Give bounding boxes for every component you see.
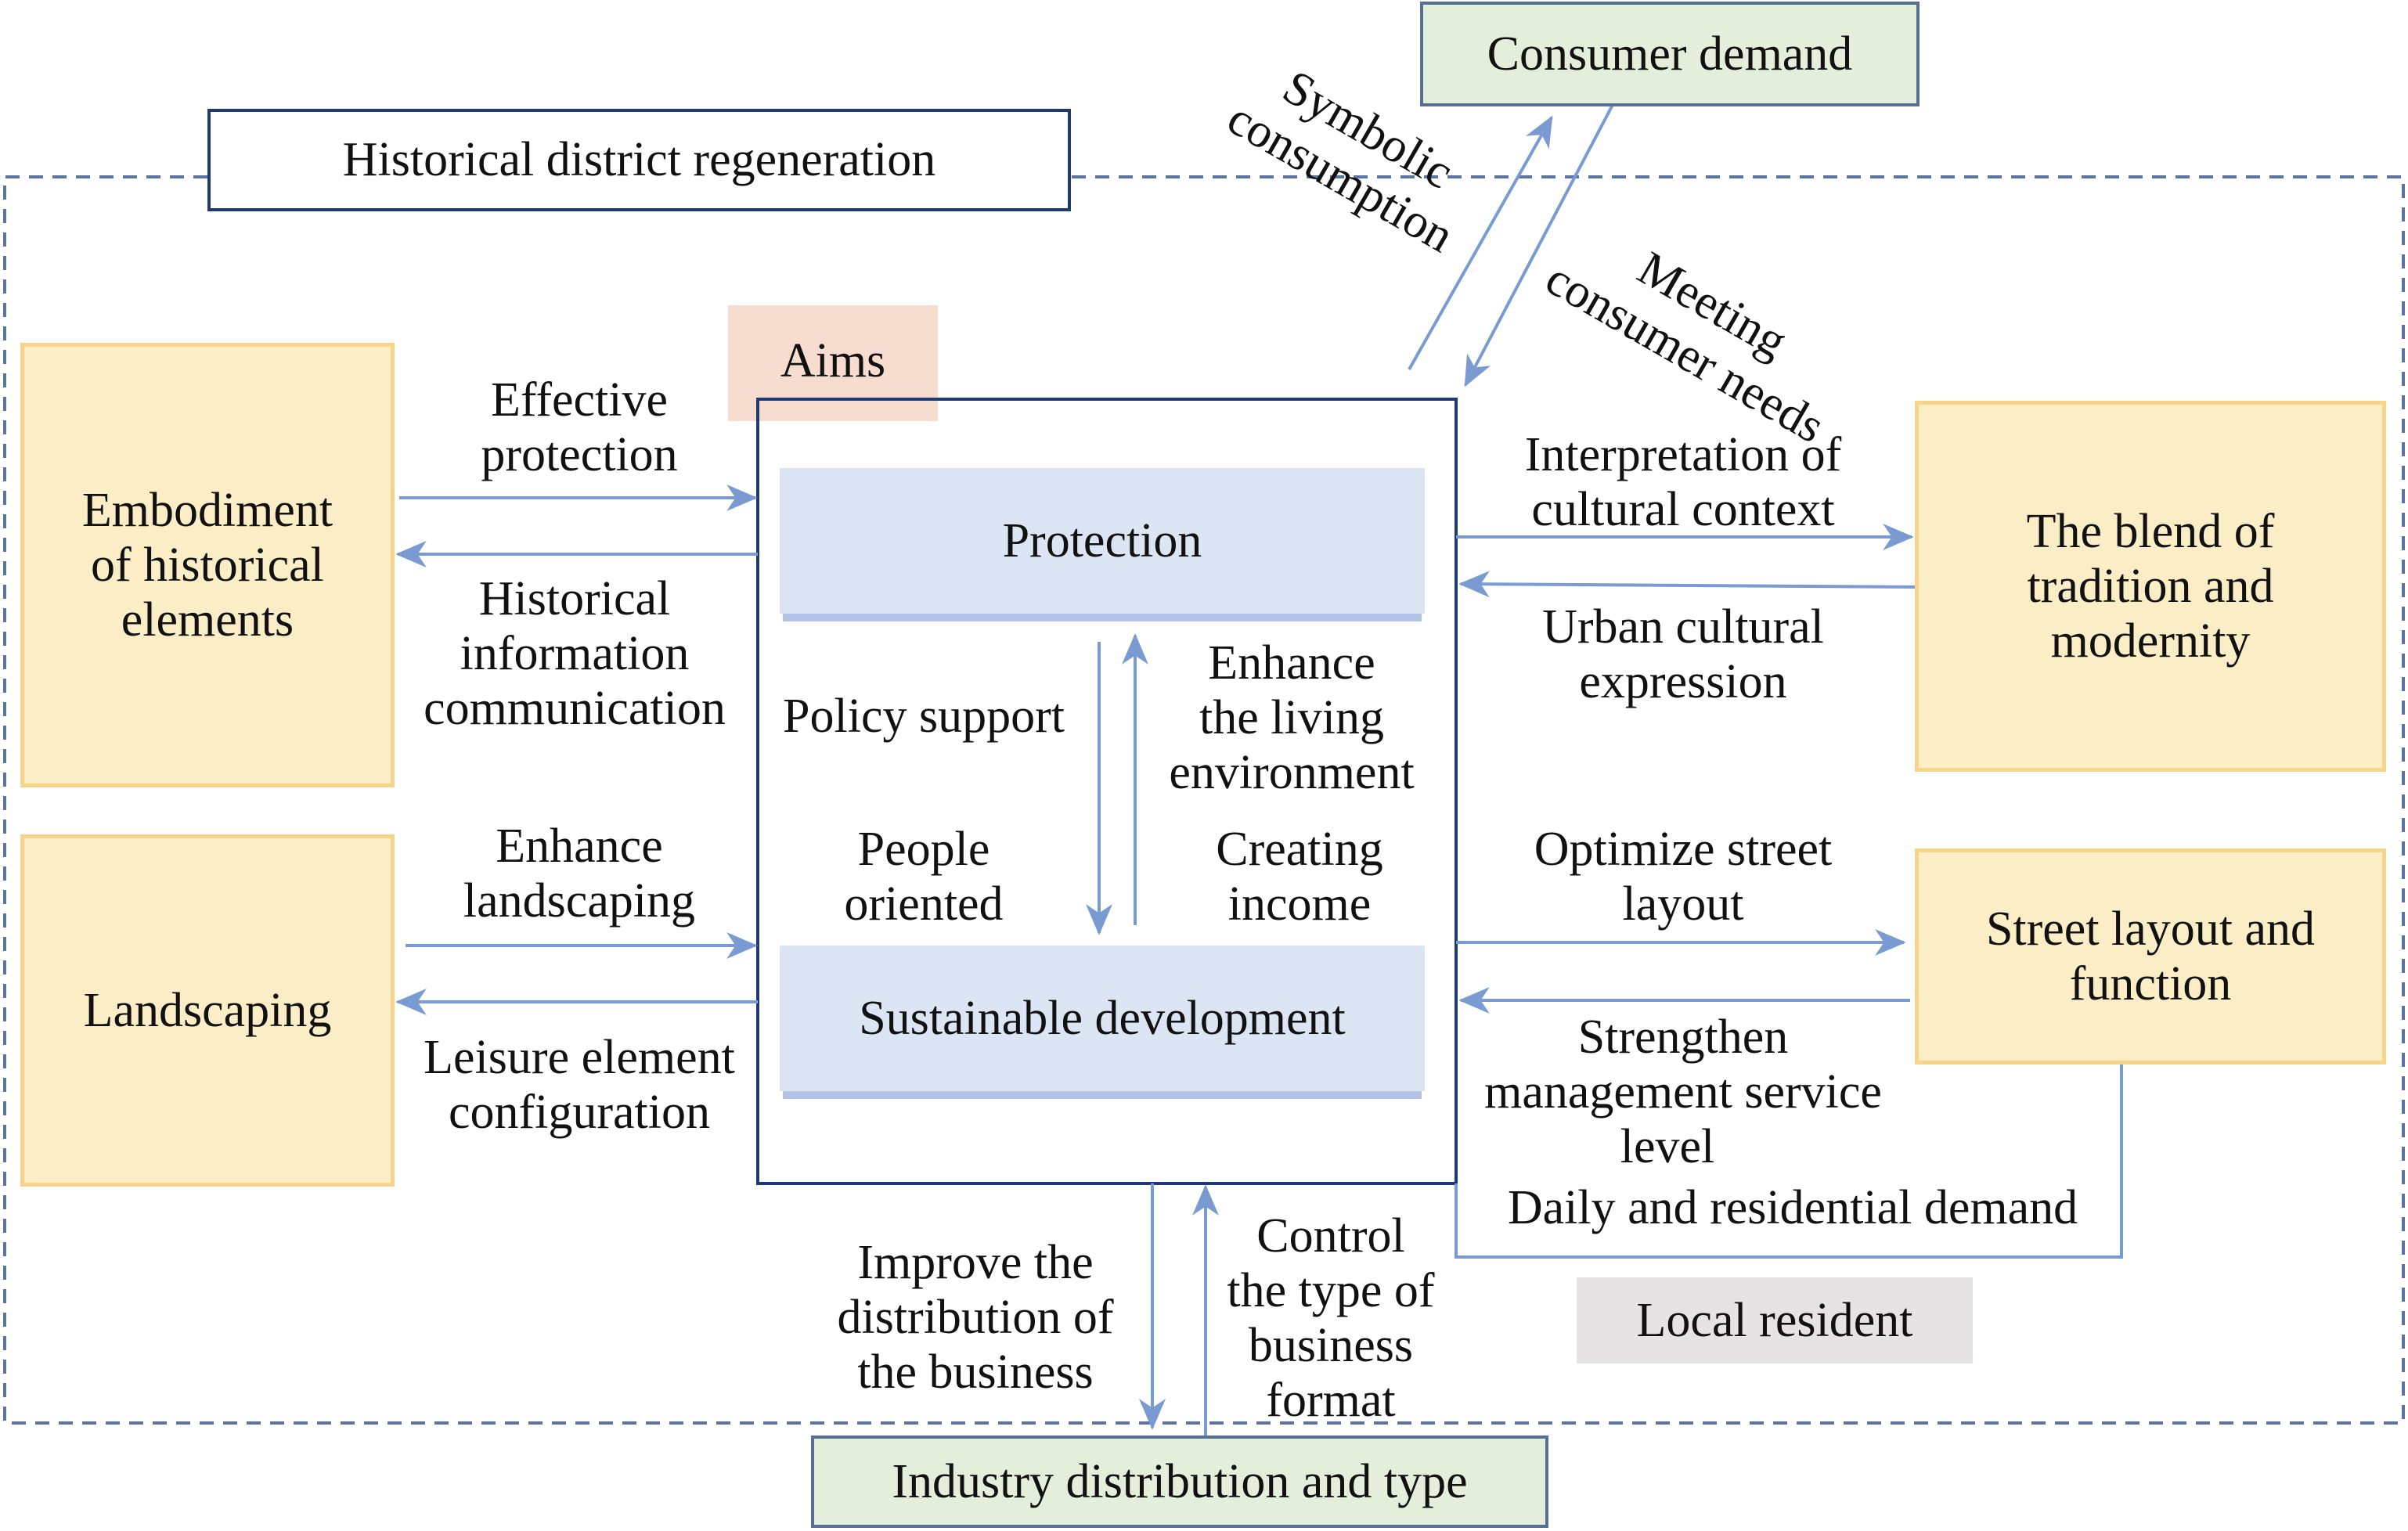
- control-type-line-1: Control: [1256, 1209, 1405, 1263]
- creating-income-label: Creating income: [1182, 822, 1417, 931]
- people-oriented-line-2: oriented: [844, 877, 1004, 931]
- historical-info-line-2: information: [460, 627, 690, 681]
- title-box: Historical district regeneration: [207, 109, 1071, 211]
- industry-label: Industry distribution and type: [892, 1454, 1468, 1508]
- interpretation-label: Interpretation of cultural context: [1472, 427, 1894, 537]
- urban-expression-line-1: Urban cultural: [1542, 600, 1824, 654]
- effective-protection-line-1: Effective: [490, 373, 669, 427]
- street-layout-box: Street layout and function: [1915, 848, 2386, 1064]
- urban-expression-label: Urban cultural expression: [1487, 600, 1879, 709]
- enhance-landscaping-line-1: Enhance: [496, 820, 663, 873]
- policy-support-label: Policy support: [767, 689, 1080, 744]
- historical-info-line-3: communication: [424, 682, 726, 736]
- control-type-line-4: format: [1266, 1374, 1396, 1428]
- street-layout-line-1: Street layout and: [1985, 902, 2316, 956]
- leisure-config-label: Leisure element configuration: [399, 1030, 759, 1140]
- industry-box: Industry distribution and type: [811, 1436, 1548, 1528]
- creating-income-line-1: Creating: [1216, 823, 1383, 876]
- optimize-street-line-2: layout: [1622, 877, 1744, 931]
- strengthen-mgmt-label: Strengthen management service level: [1456, 1010, 1910, 1174]
- embodiment-line-1: Embodiment: [81, 483, 333, 537]
- blend-line-3: modernity: [2050, 614, 2251, 668]
- blend-box: The blend of tradition and modernity: [1915, 401, 2386, 772]
- sustainable-label: Sustainable development: [859, 991, 1346, 1045]
- daily-demand-text: Daily and residential demand: [1507, 1181, 2078, 1234]
- improve-distribution-line-2: distribution of: [837, 1291, 1114, 1345]
- center-box-top-edge: [758, 398, 1456, 401]
- strengthen-mgmt-line-2: management service: [1484, 1065, 1882, 1119]
- arrow-urban-expression: [1458, 571, 1919, 598]
- aims-tag: Aims: [728, 305, 938, 421]
- protection-box: Protection: [780, 468, 1425, 614]
- landscaping-box: Landscaping: [20, 834, 395, 1187]
- historical-info-label: Historical information communication: [402, 571, 747, 736]
- leisure-config-line-2: configuration: [448, 1086, 710, 1140]
- landscaping-label: Landscaping: [83, 983, 332, 1037]
- aims-label: Aims: [780, 334, 886, 387]
- enhance-living-label: Enhance the living environment: [1151, 636, 1433, 800]
- consumer-demand-label: Consumer demand: [1487, 27, 1853, 81]
- urban-expression-line-2: expression: [1579, 655, 1787, 709]
- dashed-frame: [3, 175, 2405, 1425]
- optimize-street-label: Optimize street layout: [1487, 822, 1879, 931]
- protection-label: Protection: [1002, 513, 1202, 567]
- center-box-left-edge: [756, 398, 759, 423]
- policy-support-text: Policy support: [783, 690, 1065, 743]
- enhance-landscaping-line-2: landscaping: [463, 874, 696, 928]
- blend-line-1: The blend of: [2026, 504, 2275, 558]
- leisure-config-line-1: Leisure element: [424, 1031, 735, 1084]
- embodiment-box: Embodiment of historical elements: [20, 343, 395, 787]
- improve-distribution-label: Improve the distribution of the business: [811, 1235, 1140, 1400]
- strengthen-mgmt-line-3: level: [1620, 1120, 1715, 1174]
- sustainable-box: Sustainable development: [780, 946, 1425, 1091]
- improve-distribution-line-3: the business: [857, 1345, 1094, 1400]
- blend-line-2: tradition and: [2027, 559, 2274, 613]
- strengthen-mgmt-line-1: Strengthen: [1577, 1010, 1789, 1064]
- historical-info-line-1: Historical: [478, 572, 671, 625]
- arrow-meeting-needs: [1464, 104, 1614, 387]
- improve-distribution-line-1: Improve the: [857, 1236, 1094, 1289]
- control-type-label: Control the type of business format: [1198, 1209, 1464, 1428]
- creating-income-line-2: income: [1227, 877, 1372, 931]
- consumer-demand-box: Consumer demand: [1420, 2, 1920, 106]
- enhance-living-line-2: the living: [1199, 691, 1384, 745]
- interpretation-line-1: Interpretation of: [1524, 428, 1842, 481]
- arrow-symbolic-consumption: [1408, 115, 1553, 370]
- title-label: Historical district regeneration: [342, 133, 936, 187]
- local-resident-tag: Local resident: [1577, 1277, 1973, 1363]
- local-resident-label: Local resident: [1636, 1293, 1913, 1347]
- effective-protection-label: Effective protection: [438, 373, 720, 482]
- enhance-living-line-1: Enhance: [1208, 636, 1375, 690]
- control-type-line-3: business: [1248, 1319, 1414, 1373]
- optimize-street-line-1: Optimize street: [1534, 823, 1833, 876]
- people-oriented-label: People oriented: [806, 822, 1041, 931]
- daily-demand-label: Daily and residential demand: [1472, 1180, 2114, 1235]
- effective-protection-line-2: protection: [481, 428, 678, 482]
- interpretation-line-2: cultural context: [1531, 483, 1835, 537]
- enhance-landscaping-label: Enhance landscaping: [423, 819, 736, 928]
- connector-local-resident: [1455, 1064, 2123, 1259]
- embodiment-line-3: elements: [121, 593, 294, 647]
- embodiment-line-2: of historical: [91, 538, 324, 592]
- control-type-line-2: the type of: [1227, 1264, 1435, 1318]
- people-oriented-line-1: People: [857, 823, 990, 876]
- enhance-living-line-3: environment: [1169, 746, 1415, 800]
- street-layout-line-2: function: [2069, 957, 2232, 1010]
